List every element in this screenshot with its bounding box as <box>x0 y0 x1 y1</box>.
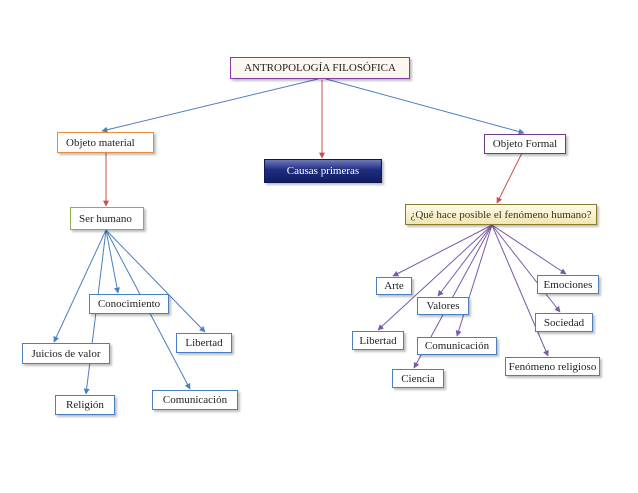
node-conocimiento-label: Conocimiento <box>97 298 161 310</box>
node-comunicacion-left-label: Comunicación <box>162 394 228 406</box>
node-ciencia[interactable]: Ciencia <box>392 369 444 388</box>
node-libertad-right-label: Libertad <box>359 334 397 347</box>
link-pregunta-valores <box>437 224 493 297</box>
node-emociones[interactable]: Emociones <box>537 275 599 294</box>
link-ser-humano-libertad <box>105 229 206 333</box>
node-objeto-formal[interactable]: Objeto Formal <box>484 134 566 154</box>
node-sociedad[interactable]: Sociedad <box>535 313 593 332</box>
link-objeto-formal-pregunta <box>496 152 523 204</box>
link-pregunta-arte <box>392 224 493 277</box>
node-causas-primeras-label: Causas primeras <box>286 165 360 177</box>
node-libertad-right[interactable]: Libertad <box>352 331 404 350</box>
link-ser-humano-juicios <box>53 229 107 343</box>
node-comunicacion-left[interactable]: Comunicación <box>152 390 238 410</box>
node-pregunta-fenomeno-humano[interactable]: ¿Qué hace posible el fenómeno humano? <box>405 204 597 225</box>
node-ser-humano-label: Ser humano <box>79 212 132 225</box>
node-arte-label: Arte <box>384 280 404 292</box>
node-comunicacion-right-label: Comunicación <box>424 340 490 352</box>
node-objeto-material-label: Objeto material <box>66 136 135 149</box>
link-pregunta-fenomeno <box>491 224 549 357</box>
node-causas-primeras[interactable]: Causas primeras <box>264 159 382 183</box>
node-religion-label: Religión <box>66 399 104 411</box>
node-fenomeno-religioso[interactable]: Fenómeno religioso <box>505 357 600 376</box>
node-juicios-de-valor[interactable]: Juicios de valor <box>22 343 110 364</box>
node-objeto-formal-label: Objeto Formal <box>492 138 558 150</box>
node-emociones-label: Emociones <box>543 278 593 291</box>
node-objeto-material[interactable]: Objeto material <box>57 132 154 153</box>
link-ser-humano-conocimiento <box>105 229 120 294</box>
node-juicios-label: Juicios de valor <box>31 347 101 360</box>
node-pregunta-label: ¿Qué hace posible el fenómeno humano? <box>410 208 592 221</box>
link-pregunta-emociones <box>491 224 567 275</box>
link-root-objeto-material <box>101 78 319 133</box>
node-libertad-left[interactable]: Libertad <box>176 333 232 353</box>
node-comunicacion-right[interactable]: Comunicación <box>417 337 497 355</box>
node-fenomeno-label: Fenómeno religioso <box>508 360 597 373</box>
node-sociedad-label: Sociedad <box>543 316 585 329</box>
root-node-antropologia-filosofica[interactable]: ANTROPOLOGÍA FILOSÓFICA <box>230 57 410 79</box>
node-libertad-left-label: Libertad <box>185 337 223 349</box>
root-node-label: ANTROPOLOGÍA FILOSÓFICA <box>244 62 396 74</box>
node-religion[interactable]: Religión <box>55 395 115 415</box>
link-pregunta-sociedad <box>491 224 561 313</box>
node-conocimiento[interactable]: Conocimiento <box>89 294 169 314</box>
node-valores[interactable]: Valores <box>417 297 469 315</box>
node-ser-humano[interactable]: Ser humano <box>70 207 144 230</box>
link-pregunta-libertad <box>377 224 493 331</box>
node-arte[interactable]: Arte <box>376 277 412 295</box>
link-pregunta-comunicacion <box>455 224 493 337</box>
link-root-objeto-formal <box>325 78 525 135</box>
node-valores-label: Valores <box>426 300 460 312</box>
node-ciencia-label: Ciencia <box>401 372 435 385</box>
